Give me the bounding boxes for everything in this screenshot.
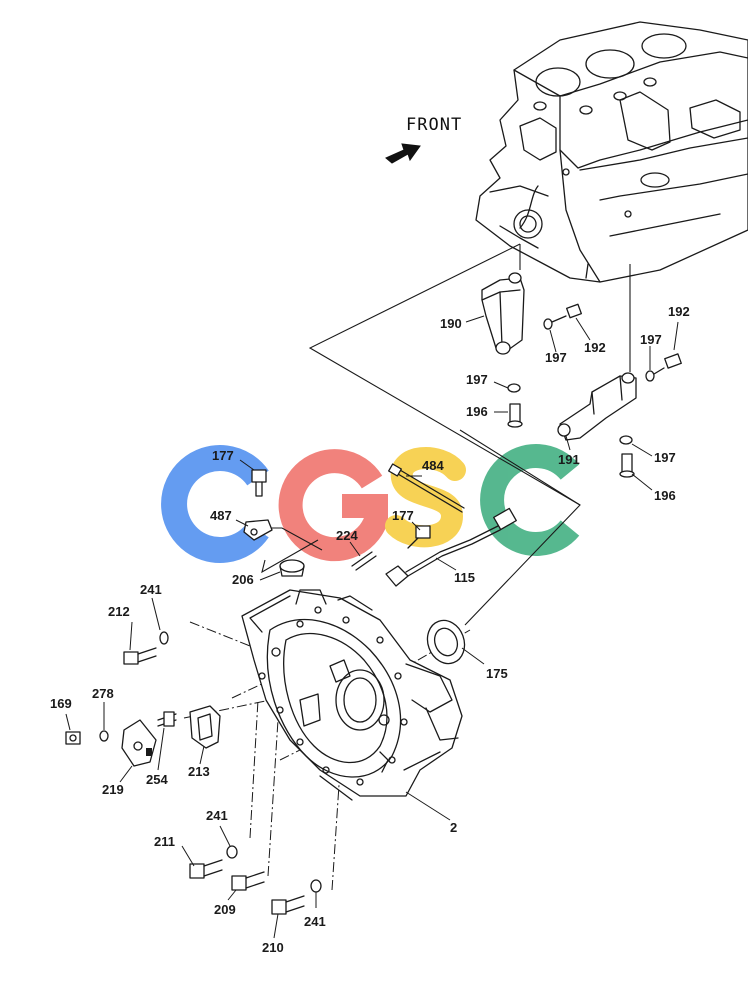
part-label-175: 175 [486, 666, 508, 681]
part-labels: 190 192 197 192 197 197 196 191 197 196 … [50, 304, 690, 955]
part-label-197: 197 [640, 332, 662, 347]
bracket-190 [481, 272, 525, 355]
watermark-letter-g [278, 449, 388, 562]
part-label-197: 197 [466, 372, 488, 387]
part-label-191: 191 [558, 452, 580, 467]
part-label-177: 177 [212, 448, 234, 463]
part-label-241: 241 [140, 582, 162, 597]
part-label-211: 211 [154, 834, 175, 849]
part-label-224: 224 [336, 528, 358, 543]
flywheel-housing [241, 589, 463, 801]
front-indicator: FRONT [385, 115, 462, 164]
part-label-197: 197 [545, 350, 567, 365]
leader-lines [65, 315, 679, 939]
bracket-191 [557, 372, 637, 441]
part-label-241: 241 [206, 808, 228, 823]
part-label-210: 210 [262, 940, 284, 955]
part-label-196: 196 [466, 404, 488, 419]
front-label: FRONT [406, 115, 462, 135]
hardware-left [65, 631, 221, 767]
engine-block [475, 21, 748, 283]
part-label-219: 219 [102, 782, 124, 797]
oil-seal [426, 619, 466, 665]
hardware-upper [243, 463, 517, 587]
part-label-190: 190 [440, 316, 462, 331]
part-label-169: 169 [50, 696, 72, 711]
watermark-letter-c1 [161, 445, 269, 563]
hardware-brackets [507, 303, 682, 478]
part-label-213: 213 [188, 764, 210, 779]
part-label-206: 206 [232, 572, 254, 587]
part-label-241: 241 [304, 914, 326, 929]
part-label-115: 115 [454, 570, 475, 585]
part-label-209: 209 [214, 902, 236, 917]
part-label-192: 192 [584, 340, 606, 355]
part-label-484: 484 [422, 458, 444, 473]
part-label-254: 254 [146, 772, 168, 787]
watermark-logo [161, 444, 580, 563]
watermark-letter-c2 [480, 444, 580, 556]
front-arrow-icon [385, 143, 421, 164]
part-label-196: 196 [654, 488, 676, 503]
hardware-bottom [189, 845, 322, 915]
part-label-197: 197 [654, 450, 676, 465]
part-label-2: 2 [450, 820, 457, 835]
part-label-212: 212 [108, 604, 130, 619]
part-label-192: 192 [668, 304, 690, 319]
part-label-177: 177 [392, 508, 414, 523]
part-label-487: 487 [210, 508, 232, 523]
part-label-278: 278 [92, 686, 114, 701]
